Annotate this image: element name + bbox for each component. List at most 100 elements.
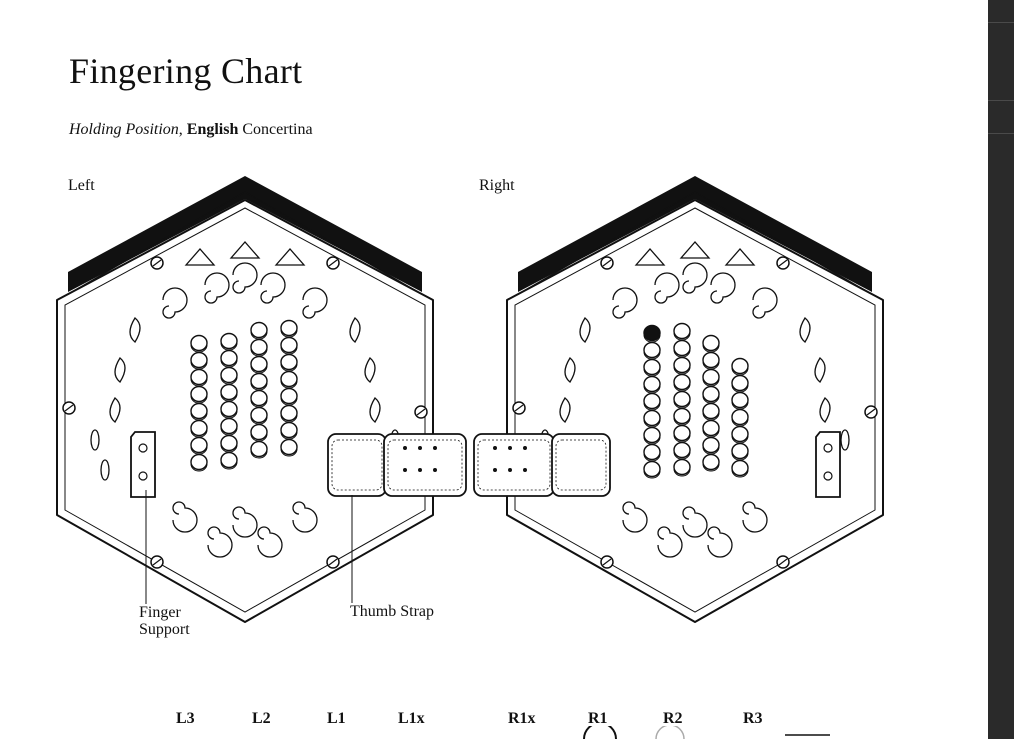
key-button bbox=[190, 368, 208, 386]
left-concertina-end bbox=[56, 176, 434, 623]
scroll-motif bbox=[710, 272, 736, 304]
key-button bbox=[731, 408, 749, 426]
key-button bbox=[190, 351, 208, 369]
bracket-screw bbox=[138, 471, 148, 481]
key-button bbox=[220, 332, 238, 350]
key-button bbox=[280, 336, 298, 354]
key-button bbox=[731, 391, 749, 409]
key-button bbox=[702, 402, 720, 420]
key-button bbox=[673, 407, 691, 425]
key-button bbox=[643, 358, 661, 376]
key-button-rim bbox=[731, 469, 749, 478]
peak-motif bbox=[229, 241, 261, 259]
leaf-motif bbox=[364, 357, 376, 383]
key-button bbox=[731, 425, 749, 443]
bracket-screw bbox=[823, 471, 833, 481]
finger-support-bracket bbox=[130, 431, 156, 498]
peak-motif bbox=[634, 248, 666, 266]
leaf-motif bbox=[114, 357, 126, 383]
scroll-motif bbox=[612, 287, 638, 319]
concertina-illustration bbox=[56, 176, 884, 623]
key-button bbox=[643, 324, 661, 342]
strap-rivet bbox=[523, 446, 527, 450]
screw-slot bbox=[152, 259, 162, 267]
key-button bbox=[643, 460, 661, 478]
rim-line bbox=[514, 191, 876, 297]
key-button bbox=[643, 341, 661, 359]
strap-rivet bbox=[418, 446, 422, 450]
finger-label-r3: R3 bbox=[743, 710, 763, 727]
finger-label-l1x: L1x bbox=[398, 710, 425, 727]
strap-rivet bbox=[508, 468, 512, 472]
key-button bbox=[731, 442, 749, 460]
finger-label-r2: R2 bbox=[663, 710, 683, 727]
scroll-motif bbox=[292, 501, 318, 533]
scroll-motif bbox=[172, 501, 198, 533]
strap-rivet bbox=[523, 468, 527, 472]
scroll-motif bbox=[204, 272, 230, 304]
peak-motif bbox=[679, 241, 711, 259]
finger-support-line1: Finger bbox=[139, 604, 181, 621]
key-button-rim bbox=[673, 468, 691, 477]
right-strap-loop bbox=[551, 433, 611, 497]
strap-rivet bbox=[508, 446, 512, 450]
key-button bbox=[250, 389, 268, 407]
subtitle-separator: , bbox=[178, 121, 187, 138]
screw-slot bbox=[778, 558, 788, 566]
viewer-sidebar[interactable] bbox=[988, 0, 1014, 739]
finger-label-l3: L3 bbox=[176, 710, 195, 727]
leaf-motif bbox=[349, 317, 361, 343]
peak-motif bbox=[724, 248, 756, 266]
subtitle-italic: Holding Position bbox=[69, 121, 179, 138]
key-button bbox=[280, 421, 298, 439]
screw-slot bbox=[602, 558, 612, 566]
scroll-motif bbox=[654, 272, 680, 304]
key-button bbox=[280, 438, 298, 456]
key-button bbox=[673, 356, 691, 374]
bellows-edge bbox=[518, 176, 872, 292]
key-button bbox=[190, 385, 208, 403]
end-plate-inner bbox=[514, 207, 876, 613]
key-button-rim bbox=[280, 448, 298, 457]
screw-slot bbox=[416, 408, 426, 416]
scroll-motif bbox=[260, 272, 286, 304]
fretwork-ornament bbox=[90, 241, 400, 558]
finger-support-line2: Support bbox=[139, 621, 190, 638]
key-button-rim bbox=[643, 470, 661, 479]
finger-label-l2: L2 bbox=[252, 710, 271, 727]
key-button-rim bbox=[250, 450, 268, 459]
key-button bbox=[702, 351, 720, 369]
key-button bbox=[643, 375, 661, 393]
key-button bbox=[643, 426, 661, 444]
key-button bbox=[220, 434, 238, 452]
right-strap-tab-stitching bbox=[477, 439, 551, 491]
strap-rivet bbox=[403, 446, 407, 450]
page-title: Fingering Chart bbox=[69, 51, 303, 91]
scroll-motif bbox=[682, 262, 708, 294]
thumb-strap-callout: Thumb Strap bbox=[350, 603, 434, 620]
next-diagram-fragment bbox=[583, 726, 830, 739]
peak-motif bbox=[184, 248, 216, 266]
key-button bbox=[702, 453, 720, 471]
key-button bbox=[702, 419, 720, 437]
key-button bbox=[731, 357, 749, 375]
screw-slot bbox=[778, 259, 788, 267]
peak-motif bbox=[274, 248, 306, 266]
key-button bbox=[673, 373, 691, 391]
subtitle-rest: Concertina bbox=[238, 121, 313, 138]
key-button bbox=[673, 390, 691, 408]
finger-support-bracket bbox=[815, 431, 841, 498]
key-button-rim bbox=[702, 463, 720, 472]
key-button bbox=[190, 453, 208, 471]
end-plate-outline bbox=[56, 199, 434, 623]
end-plate-inner bbox=[64, 207, 426, 613]
key-button bbox=[731, 459, 749, 477]
key-button bbox=[220, 451, 238, 469]
finger-label-r1x: R1x bbox=[508, 710, 536, 727]
key-button bbox=[220, 400, 238, 418]
screw-slot bbox=[866, 408, 876, 416]
scroll-motif bbox=[742, 501, 768, 533]
right-concertina-end bbox=[506, 176, 884, 623]
key-button bbox=[702, 334, 720, 352]
